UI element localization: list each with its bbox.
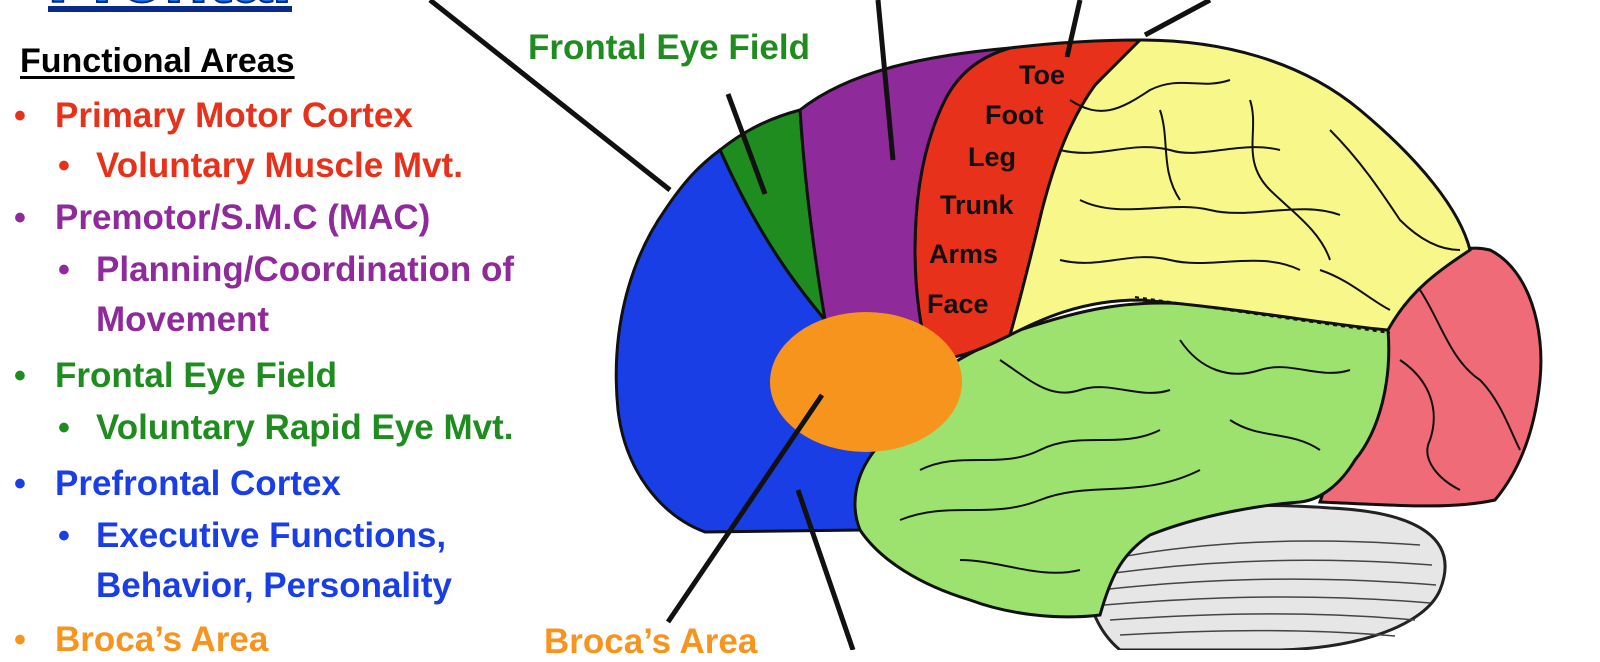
homunculus-leg: Leg bbox=[968, 142, 1016, 172]
bullet: • bbox=[14, 621, 26, 659]
temporal-lobe bbox=[849, 301, 1391, 619]
homunculus-trunk: Trunk bbox=[940, 190, 1014, 220]
gyri-lines bbox=[899, 79, 1521, 574]
legend-item-voluntary-muscle-mvt: Voluntary Muscle Mvt. bbox=[96, 146, 463, 185]
bullet: • bbox=[58, 147, 70, 185]
bullet: • bbox=[14, 199, 26, 237]
pointer-motor bbox=[1064, 0, 1083, 58]
legend-item-behavior-personality: Behavior, Personality bbox=[96, 566, 452, 605]
homunculus-toe: Toe bbox=[1019, 60, 1065, 90]
legend-item-executive-functions: Executive Functions, bbox=[96, 516, 447, 555]
pointer-lines bbox=[428, 0, 1212, 650]
page-title: Frontal bbox=[48, 0, 292, 12]
bullet: • bbox=[14, 465, 26, 503]
legend-item-primary-motor-cortex: Primary Motor Cortex bbox=[55, 96, 413, 135]
legend-item-movement: Movement bbox=[96, 300, 270, 339]
pointer-prefrontal-bottom bbox=[795, 489, 856, 650]
functional-areas-heading: Functional Areas bbox=[20, 42, 295, 80]
bullet: • bbox=[58, 409, 70, 447]
pointer-brocas-area bbox=[665, 393, 825, 624]
homunculus-face: Face bbox=[927, 289, 989, 319]
brocas-area bbox=[770, 312, 962, 452]
lobe-boundary-dotted bbox=[1134, 296, 1391, 334]
pointer-parietal bbox=[1143, 0, 1212, 38]
legend-item-prefrontal-cortex: Prefrontal Cortex bbox=[55, 464, 341, 503]
legend-item-premotor: Premotor/S.M.C (MAC) bbox=[55, 198, 431, 237]
cerebellum-folia bbox=[1099, 540, 1437, 637]
homunculus-arms: Arms bbox=[929, 239, 998, 269]
bullet: • bbox=[14, 357, 26, 395]
legend-item-frontal-eye-field: Frontal Eye Field bbox=[55, 356, 337, 395]
bullet: • bbox=[58, 251, 70, 289]
pointer-prefrontal-top bbox=[428, 0, 672, 192]
pointer-frontal-eye-field bbox=[725, 93, 768, 195]
legend-item-planning-coordination: Planning/Coordination of bbox=[96, 250, 515, 289]
bullet: • bbox=[14, 97, 26, 135]
legend-item-voluntary-rapid-eye-mvt: Voluntary Rapid Eye Mvt. bbox=[96, 408, 514, 447]
homunculus-foot: Foot bbox=[985, 100, 1043, 130]
pointer-premotor bbox=[875, 0, 896, 161]
bullet: • bbox=[58, 517, 70, 555]
frontal-eye-field-label: Frontal Eye Field bbox=[528, 28, 810, 67]
